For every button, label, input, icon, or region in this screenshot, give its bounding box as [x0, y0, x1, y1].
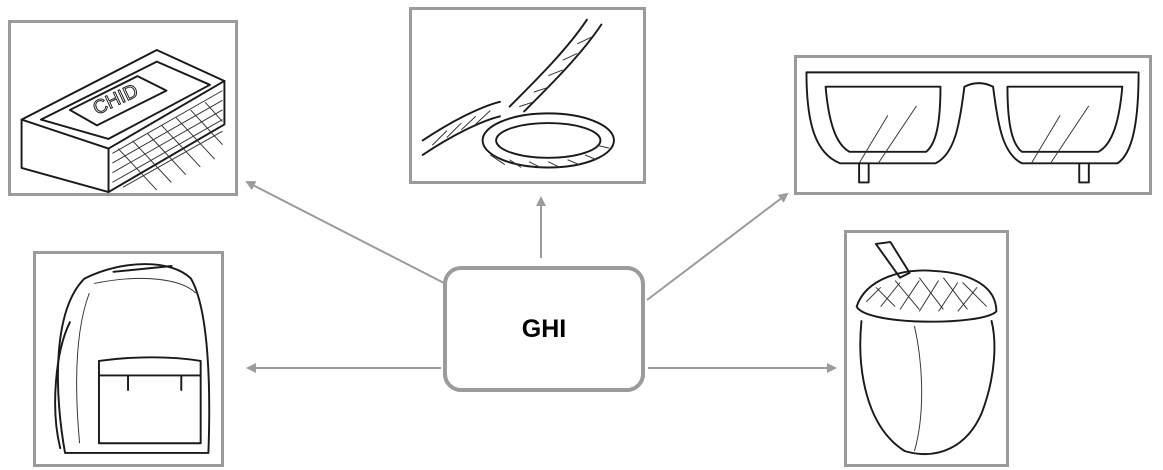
arrow-to-glasses: [646, 192, 789, 301]
rope-image-frame: [409, 7, 646, 184]
eyeglasses-icon: [805, 71, 1140, 184]
acorn-icon: [855, 241, 998, 455]
matchbox-icon: CHID: [20, 49, 226, 193]
glasses-image-frame: [794, 55, 1152, 195]
rope-knot-icon: [421, 18, 615, 169]
arrow-to-matchbox: [245, 181, 445, 284]
acorn-image-frame: [844, 230, 1009, 467]
center-node-label: GHI: [521, 314, 567, 343]
backpack-image-frame: [33, 251, 224, 467]
center-node: GHI: [443, 266, 645, 392]
backpack-icon: [54, 263, 211, 454]
matchbox-image-frame: CHID: [8, 20, 238, 196]
